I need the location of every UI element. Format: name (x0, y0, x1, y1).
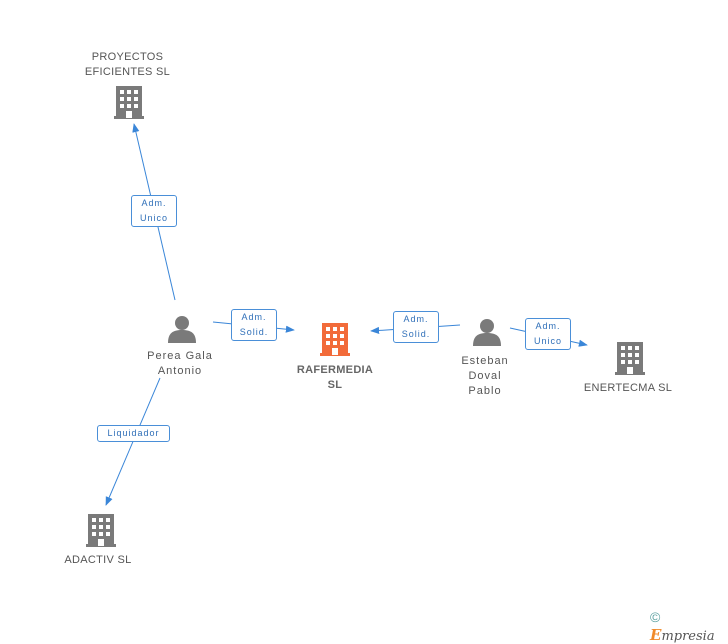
building-icon[interactable] (615, 342, 645, 375)
edge-label-perea-adactiv: Liquidador (97, 425, 170, 442)
edge-label-perea-rafermedia: Adm. Solid. (231, 309, 277, 341)
node-label-rafermedia[interactable]: RAFERMEDIA SL (285, 363, 385, 393)
edge-label-line: Adm. (241, 312, 267, 322)
edge-label-line: Liquidador (107, 428, 160, 438)
copyright-icon: © (650, 609, 661, 625)
node-label-line: SL (327, 379, 343, 391)
node-label-line: Esteban (461, 355, 509, 367)
node-label-line: PROYECTOS (91, 51, 164, 63)
node-label-adactiv[interactable]: ADACTIV SL (50, 553, 146, 568)
edge-label-esteban-enertecma: Adm. Unico (525, 318, 571, 350)
person-icon[interactable] (473, 319, 501, 346)
node-label-esteban[interactable]: Esteban Doval Pablo (445, 354, 525, 399)
edge-label-line: Adm. (535, 321, 561, 331)
relationship-graph (86, 86, 645, 547)
edge-label-line: Adm. (141, 198, 167, 208)
edge-label-line: Adm. (403, 314, 429, 324)
node-label-line: ENERTECMA SL (583, 382, 673, 394)
node-label-perea[interactable]: Perea Gala Antonio (130, 349, 230, 379)
node-label-proyectos[interactable]: PROYECTOS EFICIENTES SL (70, 50, 185, 80)
building-icon[interactable] (114, 86, 144, 119)
building-icon[interactable] (320, 323, 350, 356)
node-label-line: ADACTIV SL (64, 554, 132, 566)
edge-label-line: Solid. (401, 329, 431, 339)
edge-label-line: Unico (139, 213, 168, 223)
brand-logo[interactable]: © Empresia (650, 609, 728, 644)
node-label-line: EFICIENTES SL (84, 66, 171, 78)
edge-label-line: Solid. (239, 327, 269, 337)
building-icon[interactable] (86, 514, 116, 547)
node-label-line: Pablo (468, 385, 502, 397)
node-label-line: Doval (468, 370, 502, 382)
edge-label-perea-proyectos: Adm. Unico (131, 195, 177, 227)
edge-label-line: Unico (533, 336, 562, 346)
brand-initial: E (650, 626, 662, 644)
brand-name: mpresia (661, 629, 715, 644)
node-label-line: RAFERMEDIA (296, 364, 374, 376)
edge-label-esteban-rafermedia: Adm. Solid. (393, 311, 439, 343)
person-icon[interactable] (168, 316, 196, 343)
node-label-line: Perea Gala (147, 350, 213, 362)
node-label-enertecma[interactable]: ENERTECMA SL (578, 381, 678, 396)
node-label-line: Antonio (157, 365, 203, 377)
